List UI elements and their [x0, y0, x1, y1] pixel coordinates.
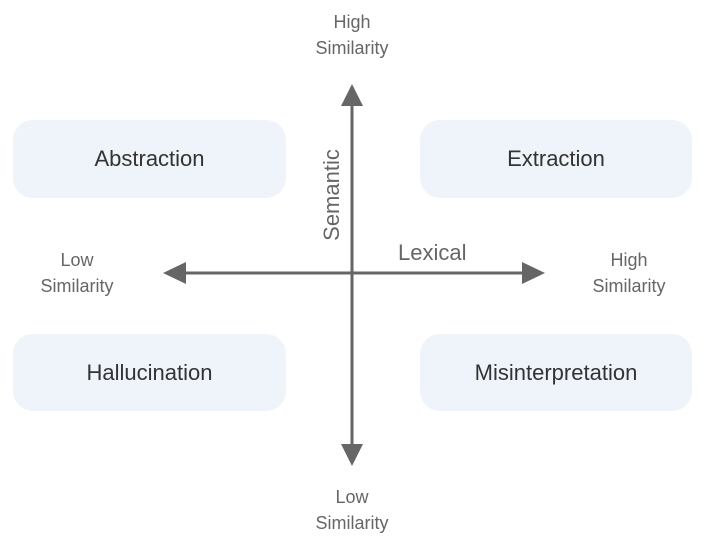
- quadrant-misinterpretation: Misinterpretation: [420, 334, 692, 411]
- left-label-line1: Low: [60, 250, 94, 270]
- bottom-label-line1: Low: [335, 487, 369, 507]
- right-label-line1: High: [610, 250, 648, 270]
- arrow-left-icon: [163, 262, 186, 284]
- arrow-right-icon: [522, 262, 545, 284]
- top-label: High Similarity: [282, 9, 422, 61]
- lexical-axis-title: Lexical: [398, 240, 467, 265]
- right-label: High Similarity: [559, 247, 699, 299]
- bottom-label-line2: Similarity: [315, 513, 389, 533]
- quadrant-abstraction: Abstraction: [13, 120, 286, 198]
- semantic-axis-title: Semantic: [319, 149, 344, 241]
- bottom-label: Low Similarity: [282, 484, 422, 536]
- top-label-line2: Similarity: [315, 38, 389, 58]
- left-label-line2: Similarity: [40, 276, 114, 296]
- arrow-down-icon: [341, 444, 363, 466]
- top-label-line1: High: [333, 12, 371, 32]
- quadrant-extraction: Extraction: [420, 120, 692, 198]
- quadrant-hallucination: Hallucination: [13, 334, 286, 411]
- left-label: Low Similarity: [7, 247, 147, 299]
- right-label-line2: Similarity: [592, 276, 666, 296]
- arrow-up-icon: [341, 84, 363, 106]
